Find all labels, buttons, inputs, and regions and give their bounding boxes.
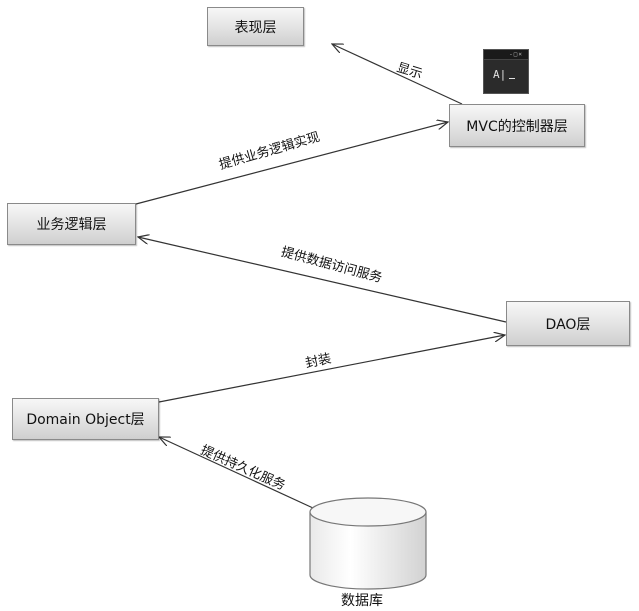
database-cylinder xyxy=(309,497,427,590)
edge-persist xyxy=(159,437,314,509)
terminal-titlebar: -□× xyxy=(484,50,528,60)
node-dao-layer: DAO层 xyxy=(506,301,630,346)
edge-show xyxy=(332,44,463,105)
edge-biz-impl xyxy=(135,122,448,205)
terminal-cursor-icon xyxy=(509,78,515,79)
database-label: 数据库 xyxy=(341,593,383,609)
terminal-prompt: A| xyxy=(493,68,507,81)
node-presentation-layer: 表现层 xyxy=(207,7,304,46)
node-mvc-controller-layer: MVC的控制器层 xyxy=(449,104,585,147)
node-business-logic-layer: 业务逻辑层 xyxy=(7,203,136,245)
terminal-icon: -□× A| xyxy=(483,49,529,94)
node-domain-object-layer: Domain Object层 xyxy=(12,398,159,440)
edge-wrap xyxy=(158,335,505,403)
window-controls-icon: -□× xyxy=(509,51,523,58)
edge-data-access xyxy=(138,237,507,323)
